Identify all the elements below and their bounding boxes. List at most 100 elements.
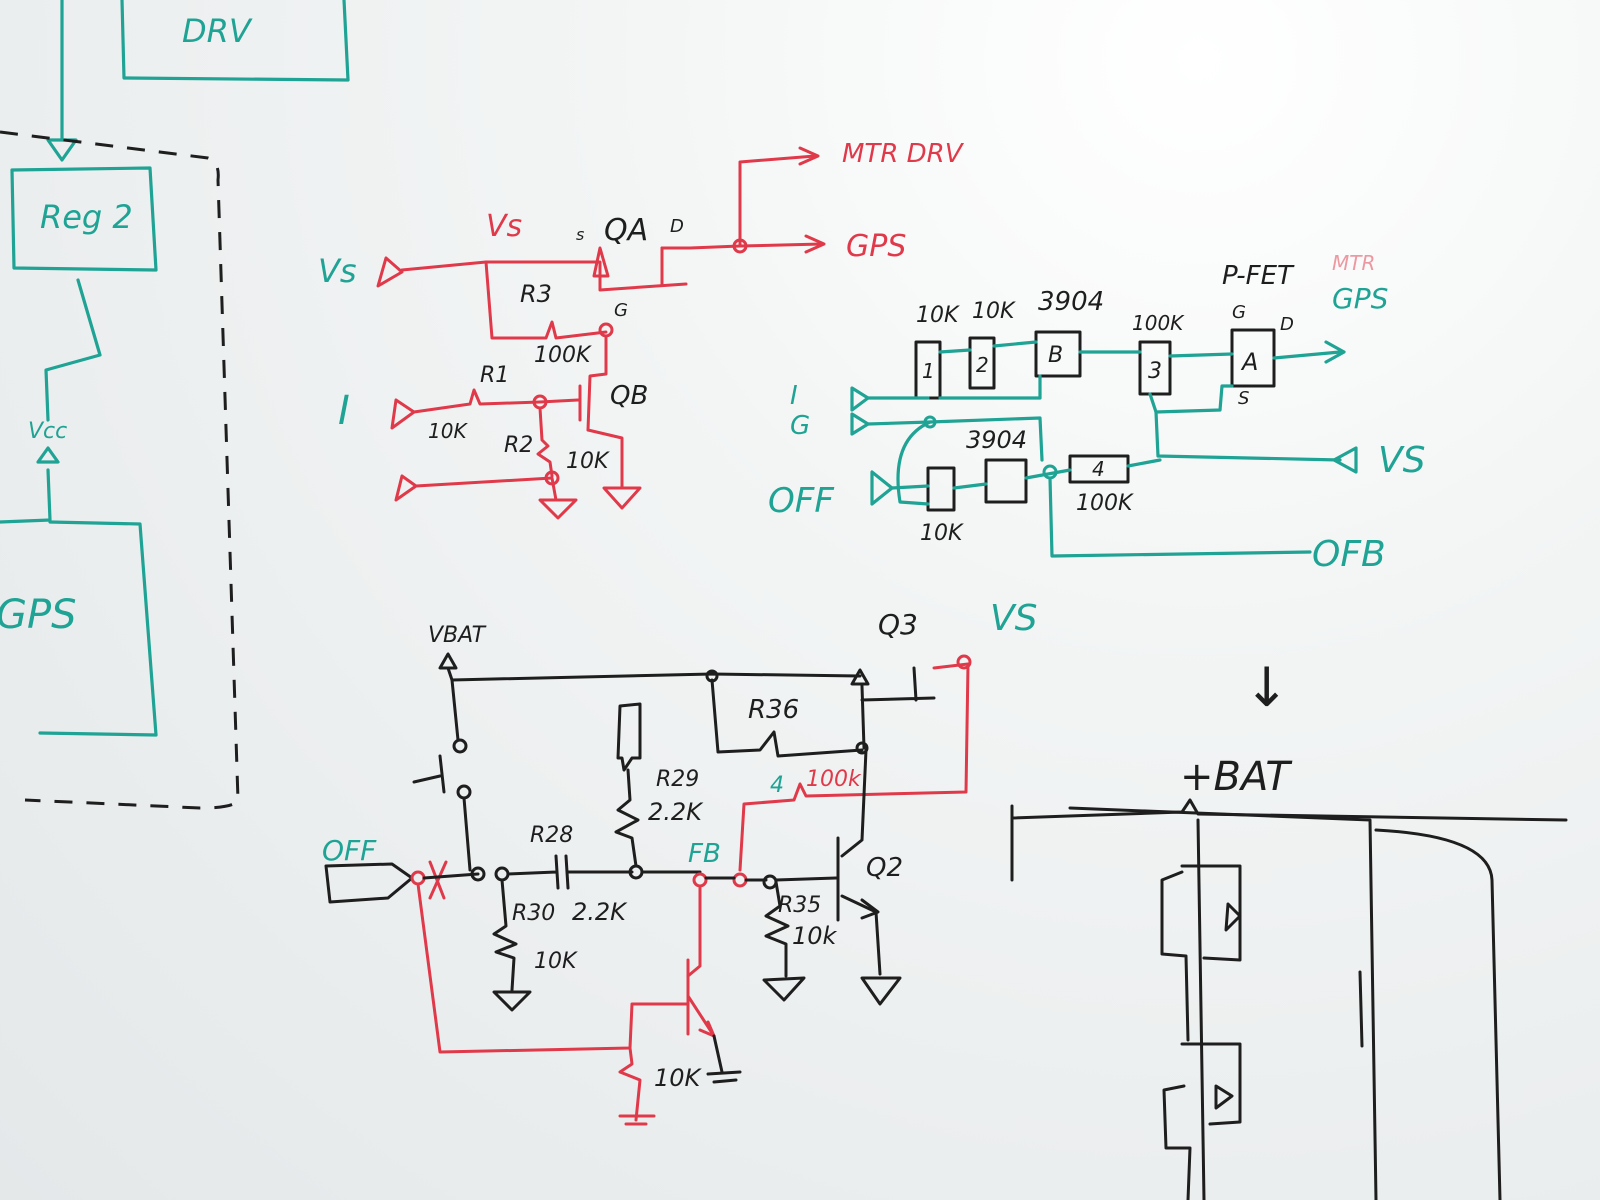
box-3 xyxy=(1138,340,1172,396)
dashed-enclosure xyxy=(0,130,240,810)
vs-top-label: Vs xyxy=(486,209,522,244)
cut-mark-icon xyxy=(428,860,448,900)
qa-gate-label: G xyxy=(614,300,628,321)
box-4-label: 4 xyxy=(1092,457,1105,481)
vbat-label: VBAT xyxy=(428,623,487,648)
q2-ground-icon xyxy=(860,976,902,1006)
green-r3-value: 100K xyxy=(1132,311,1185,335)
pfet-source-label: S xyxy=(1238,388,1249,409)
qb-label: QB xyxy=(610,381,648,411)
r29-value: 2.2K xyxy=(648,798,704,826)
vcc-triangle-icon xyxy=(36,446,60,464)
r36-label: R36 xyxy=(748,695,799,725)
upper-diode-icon xyxy=(1224,902,1242,932)
r3-value: 100K xyxy=(534,343,592,368)
green-r2-value: 10K xyxy=(972,299,1016,324)
q3-label: Q3 xyxy=(878,608,918,641)
qb-ground-icon xyxy=(602,486,642,510)
box-2 xyxy=(968,336,996,390)
pfet-label: P-FET xyxy=(1222,261,1295,291)
green-circuit: 10K 10K 3904 100K P-FET MTR GPS G D S 1 … xyxy=(768,251,1425,575)
qa-source-label: s xyxy=(576,225,584,244)
gps-arrow-icon xyxy=(1324,340,1346,364)
off-input-label: OFF xyxy=(322,834,377,867)
emitter-ground-icon xyxy=(706,1034,742,1084)
q2-arrow-icon xyxy=(860,898,880,920)
r-bottom-value: 10K xyxy=(654,1064,703,1092)
r30-label: R30 xyxy=(512,901,555,926)
qa-arrow-icon xyxy=(592,246,610,278)
lower-diode-icon xyxy=(1214,1084,1234,1110)
arrow-down-icon xyxy=(46,138,78,162)
i-port-label: I xyxy=(790,381,798,411)
r28-value: 2.2K xyxy=(572,898,628,926)
r30-ground-icon xyxy=(492,990,532,1012)
r29-label: R29 xyxy=(656,767,699,792)
vbat-arrow-icon xyxy=(438,652,458,670)
green-qlow-part: 3904 xyxy=(966,426,1027,454)
vs-port-label: VS xyxy=(1378,440,1425,481)
ground-icon xyxy=(538,498,578,520)
box-a-label: A xyxy=(1240,348,1258,376)
r35-ground-icon xyxy=(762,976,806,1002)
q2-label: Q2 xyxy=(866,853,903,883)
i-port-icon xyxy=(850,386,870,412)
r1-value: 10K xyxy=(428,419,468,443)
r28-label: R28 xyxy=(530,823,573,848)
left-block-diagram: DRV Reg 2 Vcc GPS xyxy=(0,0,350,810)
r2-value: 10K xyxy=(566,449,610,474)
black-circuit: VBAT Q3 VS 4 100k R36 OFF R28 2.2K xyxy=(322,598,1037,1126)
box-1-label: 1 xyxy=(922,359,935,383)
off-port-icon xyxy=(870,470,894,506)
gnd-input-port-icon xyxy=(394,474,418,502)
r35-value: 10k xyxy=(792,922,838,950)
vs-port-icon xyxy=(1332,446,1358,474)
r3-label: R3 xyxy=(520,280,552,308)
four-label: 4 xyxy=(770,773,784,798)
gps-output-label: GPS xyxy=(846,229,906,264)
r1-label: R1 xyxy=(480,363,509,388)
bat-section: ↓ +BAT xyxy=(1010,656,1568,1200)
reg2-label: Reg 2 xyxy=(40,198,133,236)
off-input-port-icon xyxy=(324,862,414,904)
vcc-label: Vcc xyxy=(28,419,67,444)
vs-input-port-icon xyxy=(376,256,404,288)
green-r4-value: 100K xyxy=(1076,491,1134,516)
green-gps-label: GPS xyxy=(1332,282,1388,315)
mtr-label: MTR DRV xyxy=(842,139,965,169)
q3-arrow-icon xyxy=(850,668,870,686)
drv-label: DRV xyxy=(182,12,253,50)
fb-label: FB xyxy=(688,839,721,869)
qa-drain-label: D xyxy=(670,216,684,237)
qa-label: QA xyxy=(604,213,648,248)
box-low-q xyxy=(984,458,1028,504)
box-b-label: B xyxy=(1048,343,1063,368)
g-port-label: G xyxy=(790,411,810,441)
r35-label: R35 xyxy=(778,893,821,918)
box-3-label: 3 xyxy=(1148,359,1162,384)
mtr-faded-label: MTR xyxy=(1332,251,1375,275)
green-r1-value: 10K xyxy=(916,303,960,328)
r2-label: R2 xyxy=(504,433,533,458)
red-ground-icon xyxy=(618,1114,656,1126)
pfet-drain-label: D xyxy=(1280,314,1294,335)
green-qb-part: 3904 xyxy=(1038,287,1104,317)
ofb-port-label: OFB xyxy=(1312,534,1386,575)
vs-input-label: Vs xyxy=(318,252,357,290)
box-2-label: 2 xyxy=(976,353,989,377)
red-circuit: Vs Vs s QA D MTR DRV GPS R3 G 100K I R1 … xyxy=(318,139,965,520)
box-low-r xyxy=(926,466,956,512)
i-input-label: I xyxy=(338,388,350,434)
bat-label: +BAT xyxy=(1180,754,1293,800)
box-b xyxy=(1034,330,1082,378)
i-input-port-icon xyxy=(390,398,416,430)
r30-value: 10K xyxy=(534,949,578,974)
r-red-value: 100k xyxy=(806,767,862,792)
pfet-gate-label: G xyxy=(1232,302,1246,323)
green-rlow-value: 10K xyxy=(920,521,964,546)
reg2-box xyxy=(10,166,158,272)
down-arrow-icon: ↓ xyxy=(1244,656,1289,719)
vs-output-label: VS xyxy=(990,598,1037,639)
